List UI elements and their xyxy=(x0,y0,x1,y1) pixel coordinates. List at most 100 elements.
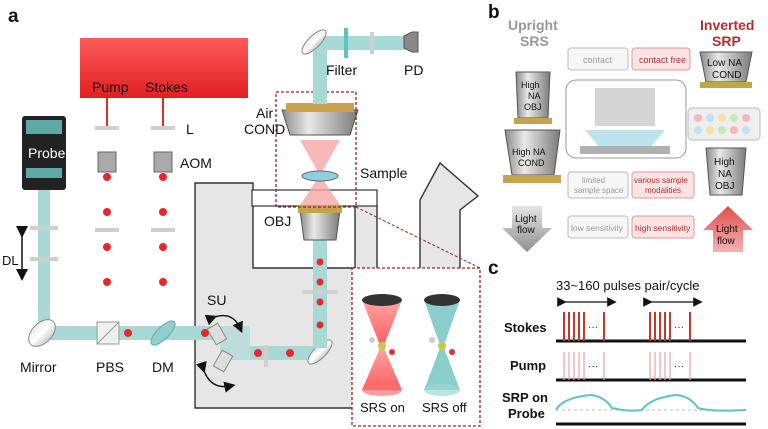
stokes-lens xyxy=(151,126,175,130)
pump-beam xyxy=(103,98,111,286)
panel-c-label: c xyxy=(488,258,499,279)
air-cond-label-1: Air xyxy=(256,105,273,121)
pump-lens xyxy=(95,126,119,130)
pump-ellipsis-2: ··· xyxy=(674,361,684,372)
photodiode xyxy=(403,31,419,53)
high-na-cond-2: COND xyxy=(518,158,545,168)
air-condenser xyxy=(281,109,359,136)
srs-on-illustration xyxy=(362,294,402,396)
low-sensitivity-text: low sensitivity xyxy=(571,223,624,233)
high-na-obj-top-2: NA xyxy=(528,91,541,101)
high-na-obj-right-3: OBJ xyxy=(715,181,734,192)
various-modalities-box xyxy=(631,171,695,199)
detection-mirror xyxy=(301,29,327,55)
light-flow-right-1: Light xyxy=(716,224,738,235)
focus-cone-bottom xyxy=(300,178,340,205)
probe-label: Probe xyxy=(28,145,66,161)
l-label: L xyxy=(186,121,194,137)
filter-element xyxy=(344,28,348,58)
filter-label: Filter xyxy=(326,62,357,78)
light-flow-right-2: flow xyxy=(717,236,736,247)
timing-pump-label: Pump xyxy=(510,358,546,373)
srp-label-2: Probe xyxy=(508,406,545,421)
zoom-objective xyxy=(595,88,655,126)
pump-aom xyxy=(97,151,117,173)
scope-lens xyxy=(302,290,338,294)
pd-label: PD xyxy=(404,62,423,78)
stokes-lens-2 xyxy=(151,228,175,232)
low-na-line-1: Low NA xyxy=(707,58,742,69)
well-plate xyxy=(687,107,761,141)
zoom-stage xyxy=(580,146,670,154)
pulses-label: 33~160 pulses pair/cycle xyxy=(556,278,699,293)
light-flow-up-arrow xyxy=(703,206,753,252)
dl-label: DL xyxy=(2,253,19,268)
high-na-obj-right-1: High xyxy=(714,157,735,168)
objective-ring xyxy=(298,205,342,213)
zoom-connector xyxy=(355,206,481,269)
stokes-label: Stokes xyxy=(145,79,188,95)
sample-dish xyxy=(301,170,339,182)
high-sensitivity-box xyxy=(631,215,695,239)
air-cond-label-2: COND xyxy=(244,121,285,137)
limited-space-1: limited xyxy=(582,176,605,185)
panel-a-label: a xyxy=(8,6,19,27)
stokes-ellipsis-1: ··· xyxy=(588,322,598,333)
light-flow-left-1: Light xyxy=(515,214,537,225)
pump-pulses xyxy=(563,352,691,380)
stokes-aom xyxy=(153,151,173,173)
pbs-diagonal xyxy=(96,321,120,345)
srs-on-label: SRS on xyxy=(360,400,405,415)
limited-space-box xyxy=(567,171,629,199)
light-flow-left-2: flow xyxy=(517,225,536,236)
srp-signal-trace xyxy=(555,393,747,412)
laser-source xyxy=(80,38,248,98)
mirror-label: Mirror xyxy=(20,359,57,375)
scope-pulse-dots xyxy=(316,258,324,329)
focus-cone-top xyxy=(300,140,340,172)
light-flow-down-arrow xyxy=(502,206,552,252)
stokes-ellipsis-2: ··· xyxy=(674,322,684,333)
upright-line-2: SRS xyxy=(520,33,549,49)
srs-zoom-inset xyxy=(351,267,481,427)
aom-label: AOM xyxy=(180,155,212,171)
high-na-condenser-ring xyxy=(503,175,561,183)
probe-lens-1 xyxy=(30,226,58,230)
mirror xyxy=(28,319,56,347)
dichroic-mirror xyxy=(150,320,176,346)
obj-label: OBJ xyxy=(264,213,291,229)
timing-stokes-label: Stokes xyxy=(504,320,547,335)
contact-box xyxy=(567,47,629,71)
scope-beam xyxy=(313,230,327,348)
srs-off-label: SRS off xyxy=(422,400,467,415)
low-na-line-2: COND xyxy=(712,70,741,81)
srs-off-illustration xyxy=(424,294,460,396)
contact-free-text: contact free xyxy=(639,55,686,65)
su-rotation-arrow-bottom xyxy=(195,360,236,393)
various-modalities-2: modalities xyxy=(645,186,681,195)
detection-beam-vertical xyxy=(313,46,327,104)
probe-laser-window-lower xyxy=(26,168,62,178)
probe-lens-2 xyxy=(30,257,58,261)
condenser-ring xyxy=(286,103,354,112)
limited-space-2: sample space xyxy=(574,186,624,195)
su-rotation-arrow-top xyxy=(204,314,243,334)
low-na-condenser-ring xyxy=(700,82,752,88)
high-na-obj-right-2: NA xyxy=(718,169,732,180)
objective xyxy=(299,209,341,241)
probe-laser-window xyxy=(26,120,62,134)
various-modalities-1: various sample xyxy=(634,176,688,185)
stokes-beam xyxy=(159,98,167,286)
upright-line-1: Upright xyxy=(508,17,558,33)
tube-lens xyxy=(264,345,268,367)
high-na-cond-1: High NA xyxy=(512,147,546,157)
su-label: SU xyxy=(207,292,226,308)
detection-beam-horizontal xyxy=(313,36,409,50)
high-na-obj-top-1: High xyxy=(521,80,540,90)
contact-text: contact xyxy=(583,55,613,65)
pump-label: Pump xyxy=(92,79,129,95)
well-plate-wells xyxy=(694,114,750,134)
pump-lens-2 xyxy=(95,228,119,232)
high-na-obj-top-3: OBJ xyxy=(524,102,542,112)
